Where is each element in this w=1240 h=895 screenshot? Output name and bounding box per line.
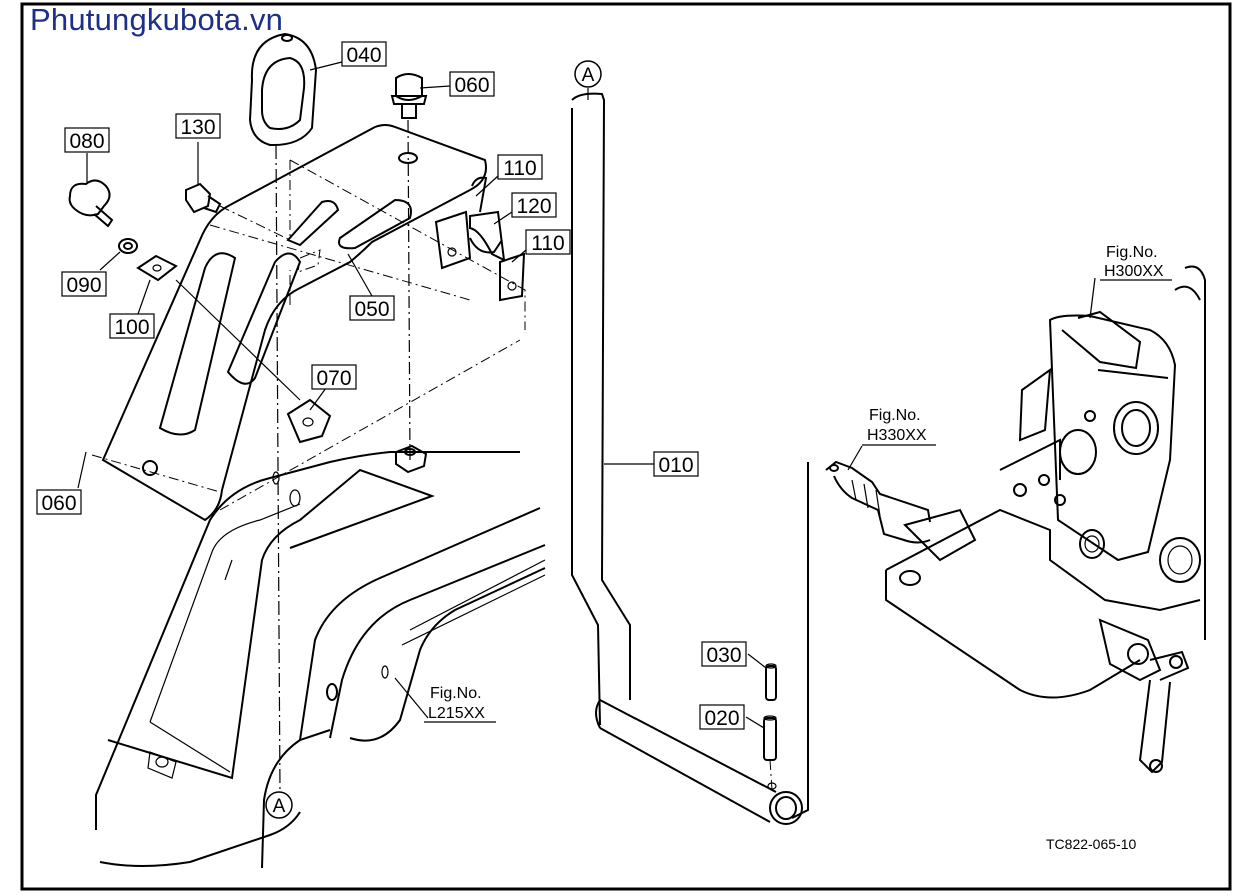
svg-text:Fig.No.: Fig.No. xyxy=(1106,244,1158,261)
bracket-assembly xyxy=(434,176,526,302)
wing-knob-assembly xyxy=(68,179,301,401)
callout-100[interactable]: 100 xyxy=(109,313,155,339)
svg-text:030: 030 xyxy=(706,644,741,667)
reference-marker-a-bottom: A xyxy=(265,791,293,819)
svg-text:090: 090 xyxy=(66,274,101,297)
figure-ref-h330[interactable]: Fig.No. H330XX xyxy=(862,407,936,446)
callout-090[interactable]: 090 xyxy=(61,271,107,297)
svg-text:A: A xyxy=(582,65,595,86)
figure-ref-l215[interactable]: Fig.No. L215XX xyxy=(424,685,496,723)
svg-text:120: 120 xyxy=(516,195,551,218)
callout-060-left[interactable]: 060 xyxy=(36,489,82,515)
svg-text:H300XX: H300XX xyxy=(1104,263,1164,280)
callout-130[interactable]: 130 xyxy=(175,113,221,139)
figure-ref-h300[interactable]: Fig.No. H300XX xyxy=(1100,244,1172,281)
callout-020[interactable]: 020 xyxy=(699,704,745,730)
clip-070 xyxy=(286,249,332,444)
svg-text:Fig.No.: Fig.No. xyxy=(869,407,921,424)
svg-text:070: 070 xyxy=(316,367,351,390)
svg-text:020: 020 xyxy=(704,707,739,730)
callout-070[interactable]: 070 xyxy=(311,364,357,390)
drawing-code: TC822-065-10 xyxy=(1046,836,1136,852)
callout-110-bottom[interactable]: 110 xyxy=(525,229,571,255)
callout-110-top[interactable]: 110 xyxy=(497,154,543,180)
watermark-text: Phutungkubota.vn xyxy=(30,2,284,37)
bolt-130 xyxy=(185,182,291,241)
fender-body xyxy=(95,451,546,869)
svg-text:060: 060 xyxy=(454,74,489,97)
callout-050[interactable]: 050 xyxy=(349,295,395,321)
svg-text:A: A xyxy=(273,796,286,817)
svg-text:110: 110 xyxy=(503,157,536,180)
svg-text:060: 060 xyxy=(41,492,76,515)
lever-guide-plate xyxy=(91,124,526,522)
callout-040[interactable]: 040 xyxy=(341,41,387,67)
diagram-border xyxy=(20,2,1232,891)
svg-text:H330XX: H330XX xyxy=(867,427,927,444)
svg-text:100: 100 xyxy=(114,316,149,339)
svg-text:Fig.No.: Fig.No. xyxy=(430,685,482,702)
callout-060-top[interactable]: 060 xyxy=(449,71,495,97)
callout-120[interactable]: 120 xyxy=(511,192,557,218)
svg-text:040: 040 xyxy=(346,44,381,67)
svg-text:010: 010 xyxy=(658,454,693,477)
callout-030[interactable]: 030 xyxy=(701,641,747,667)
reference-marker-a-top: A xyxy=(574,60,602,88)
leader-lines xyxy=(77,61,1096,729)
svg-text:L215XX: L215XX xyxy=(428,705,485,722)
spring-pins xyxy=(763,663,777,791)
lever-rod xyxy=(571,88,803,825)
svg-text:050: 050 xyxy=(354,298,389,321)
callout-080[interactable]: 080 xyxy=(64,127,110,153)
lever-knob xyxy=(248,32,318,793)
callout-010[interactable]: 010 xyxy=(653,451,699,477)
svg-text:080: 080 xyxy=(69,130,104,153)
svg-text:110: 110 xyxy=(531,232,564,255)
bolt-top xyxy=(390,73,428,474)
valve-housing xyxy=(791,265,1206,819)
svg-text:130: 130 xyxy=(180,116,215,139)
